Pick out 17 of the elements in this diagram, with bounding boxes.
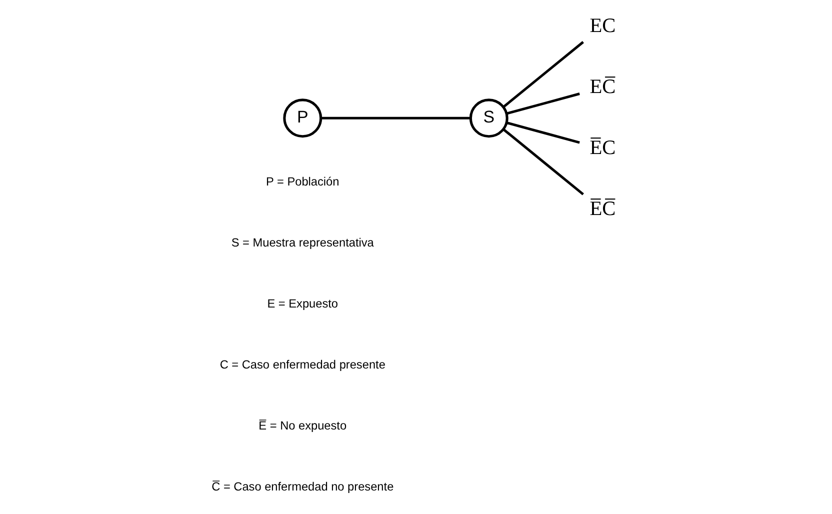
- label: C = Caso enfermedad presente: [219, 358, 385, 372]
- label: C̅ = Caso enfermedad no presente: [211, 479, 394, 494]
- label: S = Muestra representativa: [230, 236, 374, 250]
- label: E = Expuesto: [266, 296, 338, 311]
- node-text: EC̅: [589, 76, 616, 98]
- node-text: E̅C: [589, 136, 616, 159]
- node-text: EC: [589, 14, 616, 37]
- label: P = Población: [266, 174, 339, 189]
- node-text: E̅C̅: [589, 198, 616, 220]
- node-circle: P: [282, 98, 322, 138]
- connector: [502, 128, 584, 196]
- node-circle: S: [468, 98, 508, 138]
- connector: [506, 122, 580, 144]
- connector: [320, 116, 470, 120]
- label: E̅ = No expuesto: [258, 418, 346, 432]
- connector: [502, 41, 584, 108]
- connector: [506, 92, 580, 115]
